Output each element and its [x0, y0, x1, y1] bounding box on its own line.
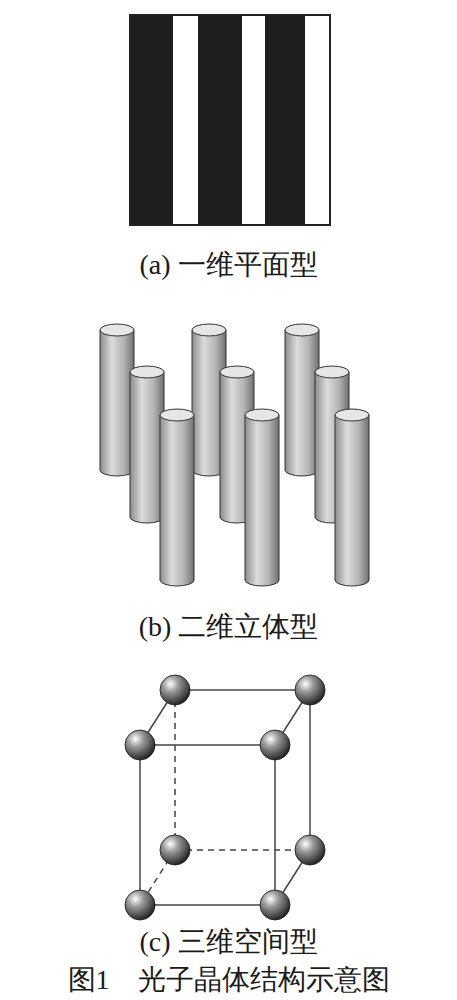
cylinder [335, 409, 369, 586]
lattice-sphere [260, 730, 290, 760]
lattice-sphere [160, 835, 190, 865]
lattice-sphere [125, 890, 155, 920]
figure-caption: 图1 光子晶体结构示意图 [0, 963, 457, 997]
cylinder [160, 409, 194, 586]
lattice-sphere [125, 730, 155, 760]
cylinder [130, 366, 164, 523]
cylinder [100, 324, 134, 476]
lattice-spheres [125, 675, 325, 920]
cylinder [285, 324, 319, 476]
sub-caption: (c) 三维空间型 [0, 925, 457, 959]
sub-caption: (b) 二维立体型 [0, 610, 457, 644]
lattice-sphere [260, 890, 290, 920]
cylinder [245, 409, 279, 586]
lattice-sphere [295, 675, 325, 705]
sub-caption: (a) 一维平面型 [0, 248, 457, 282]
stripe-panel [130, 15, 330, 225]
cylinder-array [100, 324, 369, 586]
lattice-sphere [160, 675, 190, 705]
cubic-lattice [140, 690, 310, 905]
lattice-sphere [295, 835, 325, 865]
